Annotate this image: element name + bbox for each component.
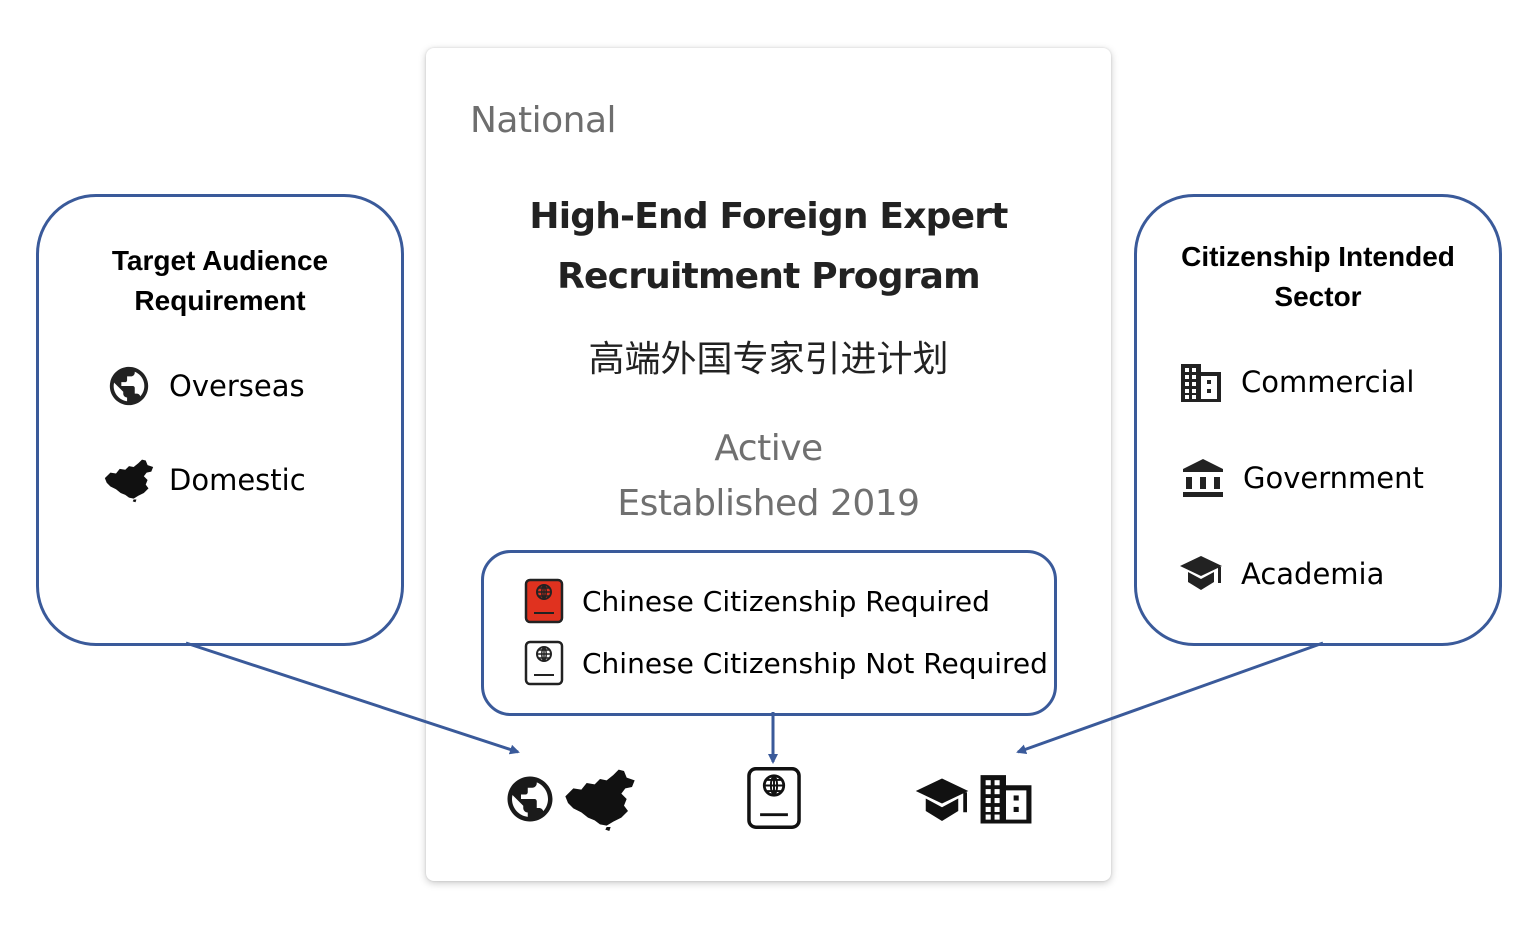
sector-item-label: Government <box>1243 461 1424 495</box>
program-sector-building-icon <box>978 772 1034 829</box>
legend-item-label: Chinese Citizenship Required <box>582 584 990 618</box>
legend-item-not-required: Chinese Citizenship Not Required <box>524 639 1048 687</box>
government-icon <box>1177 455 1229 501</box>
legend-item-required: Chinese Citizenship Required <box>524 577 990 625</box>
graduation-cap-icon <box>1175 551 1227 597</box>
audience-item-domestic: Domestic <box>103 457 306 503</box>
citizenship-legend-box: Chinese Citizenship Required Chinese Cit… <box>481 550 1057 716</box>
program-level: National <box>470 100 617 141</box>
audience-item-label: Overseas <box>169 369 305 403</box>
program-title-line1: High-End Foreign Expert <box>529 196 1008 237</box>
program-established: Established 2019 <box>617 483 920 524</box>
sector-item-government: Government <box>1177 455 1424 501</box>
target-audience-box: Target Audience Requirement Overseas Dom… <box>36 194 404 646</box>
sector-arrow <box>1016 641 1324 755</box>
sector-item-label: Commercial <box>1241 365 1415 399</box>
program-sector-graduation-cap-icon <box>912 776 972 831</box>
program-audience-globe-icon <box>503 772 557 831</box>
target-audience-title-line1: Target Audience <box>111 245 329 276</box>
china-map-icon <box>103 457 155 503</box>
sector-title-line2: Sector <box>1274 281 1362 312</box>
program-status: Active <box>714 428 823 469</box>
building-icon <box>1175 359 1227 405</box>
audience-item-label: Domestic <box>169 463 306 497</box>
sector-title-line1: Citizenship Intended <box>1181 241 1455 272</box>
sector-item-commercial: Commercial <box>1175 359 1414 405</box>
globe-icon <box>103 363 155 409</box>
sector-item-academia: Academia <box>1175 551 1384 597</box>
passport-red-icon <box>524 577 568 625</box>
program-title-line2: Recruitment Program <box>557 256 981 297</box>
sector-item-label: Academia <box>1241 557 1385 591</box>
passport-white-icon <box>524 639 568 687</box>
audience-arrow <box>185 641 520 755</box>
program-title-chinese: 高端外国专家引进计划 <box>588 339 949 380</box>
program-passport-white-icon <box>745 766 803 835</box>
sector-box: Citizenship Intended Sector Commercial G… <box>1134 194 1502 646</box>
program-card: National High-End Foreign Expert Recruit… <box>426 48 1111 881</box>
audience-item-overseas: Overseas <box>103 363 305 409</box>
program-audience-china-map-icon <box>562 767 638 836</box>
target-audience-title-line2: Requirement <box>134 285 306 316</box>
legend-item-label: Chinese Citizenship Not Required <box>582 646 1048 680</box>
